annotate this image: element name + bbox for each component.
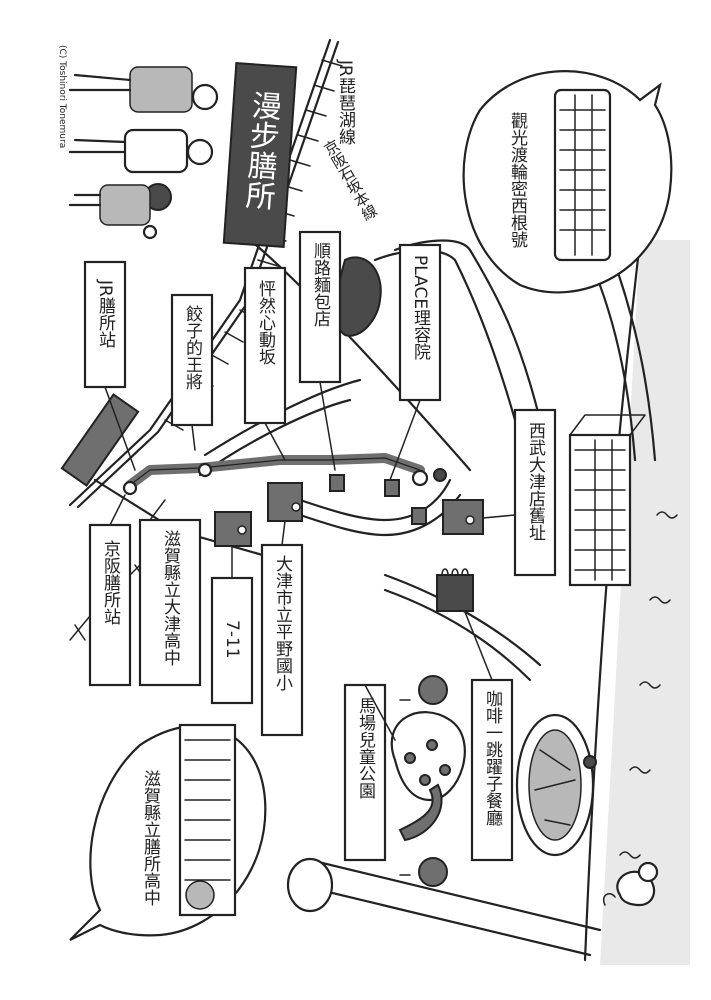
croissant-icon	[334, 256, 382, 337]
label-heiya-box: 大津市立平野國小	[260, 543, 304, 737]
building-small-1	[329, 474, 345, 492]
waypoint-dot	[583, 755, 597, 769]
label-keihan-station-box: 京阪膳所站	[88, 523, 132, 687]
label-7-11: 7-11	[222, 620, 242, 659]
label-otsu-high-box: 滋賀縣立大津高中	[138, 518, 202, 687]
lake-biwa-shore	[600, 240, 690, 965]
buildings	[214, 474, 484, 547]
label-place-box: PLACE理容院	[398, 243, 442, 402]
label-bakery: 順路麵包店	[310, 242, 331, 327]
label-bakery-box: 順路麵包店	[298, 230, 342, 384]
walking-route	[125, 453, 425, 490]
title-banner: 漫步膳所	[222, 62, 298, 248]
baba-park-drawing	[390, 675, 466, 887]
zeze-high-bubble: 滋賀縣立膳所高中	[69, 723, 267, 941]
copyright-text: (C) Toshinori Tonemura	[57, 45, 67, 148]
label-gyoza: 餃子的王將	[182, 305, 203, 390]
label-seibu-box: 西武大津店舊址	[513, 408, 557, 577]
lake-waves	[619, 511, 678, 859]
label-otsu-high: 滋賀縣立大津高中	[160, 530, 181, 666]
jr-train	[60, 393, 140, 487]
label-place: PLACE理容院	[410, 255, 431, 360]
leader-lines	[104, 381, 516, 741]
label-cafe: 咖啡一跳躍子餐廳	[482, 690, 503, 826]
road-junction	[286, 857, 334, 913]
label-heartbeat-slope: 怦然心動坂	[255, 280, 276, 365]
walking-people	[68, 66, 219, 240]
label-seibu: 西武大津店舊址	[525, 422, 546, 541]
boat-bubble: 觀光渡輪密西根號	[462, 70, 673, 294]
label-keihan-station: 京阪膳所站	[100, 540, 121, 625]
label-heiya-school: 大津市立平野國小	[272, 555, 293, 692]
label-baba-park: 馬場兒童公園	[355, 697, 376, 799]
label-heartbeat-box: 怦然心動坂	[243, 266, 287, 425]
building-small-3	[411, 507, 427, 525]
jr-line-label: JR琵琶湖線	[335, 59, 356, 145]
label-jr-station: JR膳所站	[95, 279, 116, 348]
fountain-drawing	[515, 713, 595, 857]
label-zeze-high: 滋賀縣立膳所高中	[140, 770, 161, 906]
route-figures	[122, 462, 447, 496]
keihan-line-label: 京阪石坂本線	[320, 137, 381, 224]
building-small-2	[384, 479, 400, 497]
label-sightseeing-boat: 觀光渡輪密西根號	[507, 112, 528, 249]
label-gyoza-box: 餃子的王將	[170, 293, 214, 427]
cat-icon	[603, 861, 659, 907]
seibu-building-drawing	[568, 414, 646, 587]
label-cafe-box: 咖啡一跳躍子餐廳	[470, 678, 514, 862]
label-jr-station-box: JR膳所站	[83, 260, 127, 389]
building-seibu-block	[442, 499, 484, 535]
building-heiya	[267, 482, 303, 522]
label-7-11-box: 7-11	[210, 576, 254, 705]
cup-icon	[436, 568, 474, 612]
